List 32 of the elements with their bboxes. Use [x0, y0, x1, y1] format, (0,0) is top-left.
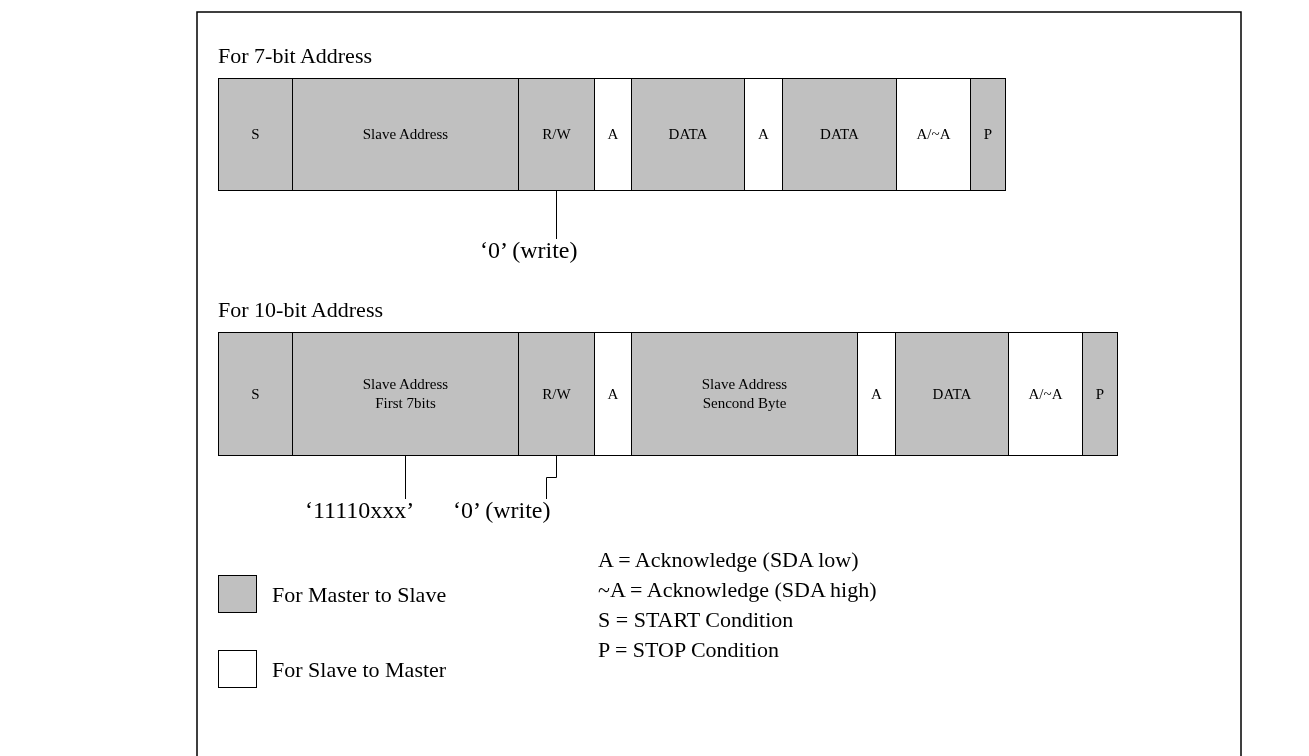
frame-field: S	[218, 332, 293, 456]
leader-line	[405, 455, 406, 500]
section-heading: For 7-bit Address	[218, 42, 372, 70]
frame-field: A	[744, 78, 783, 191]
legend-note: P = STOP Condition	[598, 636, 779, 664]
frame-field: A/~A	[896, 78, 971, 191]
frame-field: A	[594, 332, 632, 456]
frame-field: R/W	[518, 332, 595, 456]
frame-field: S	[218, 78, 293, 191]
frame-field: DATA	[895, 332, 1009, 456]
frame-field: A/~A	[1008, 332, 1083, 456]
frame-field: Slave Address First 7bits	[292, 332, 519, 456]
bit-value-label: ‘0’ (write)	[453, 495, 551, 525]
leader-line	[556, 190, 557, 240]
frame-field: P	[970, 78, 1006, 191]
frame-field: R/W	[518, 78, 595, 191]
frame-field: P	[1082, 332, 1118, 456]
legend-label: For Slave to Master	[272, 656, 447, 684]
legend-note: ~A = Acknowledge (SDA high)	[598, 576, 877, 604]
leader-line	[546, 455, 557, 500]
frame-field: A	[594, 78, 632, 191]
legend-note: S = START Condition	[598, 606, 794, 634]
frame-field: DATA	[782, 78, 897, 191]
section-heading: For 10-bit Address	[218, 296, 383, 324]
bit-value-label: ‘11110xxx’	[305, 495, 415, 525]
legend-note: A = Acknowledge (SDA low)	[598, 546, 859, 574]
bit-value-label: ‘0’ (write)	[480, 235, 578, 265]
frame-field: A	[857, 332, 896, 456]
legend-label: For Master to Slave	[272, 581, 447, 609]
frame-field: Slave Address Sencond Byte	[631, 332, 858, 456]
frame-field: Slave Address	[292, 78, 519, 191]
frame-field: DATA	[631, 78, 745, 191]
